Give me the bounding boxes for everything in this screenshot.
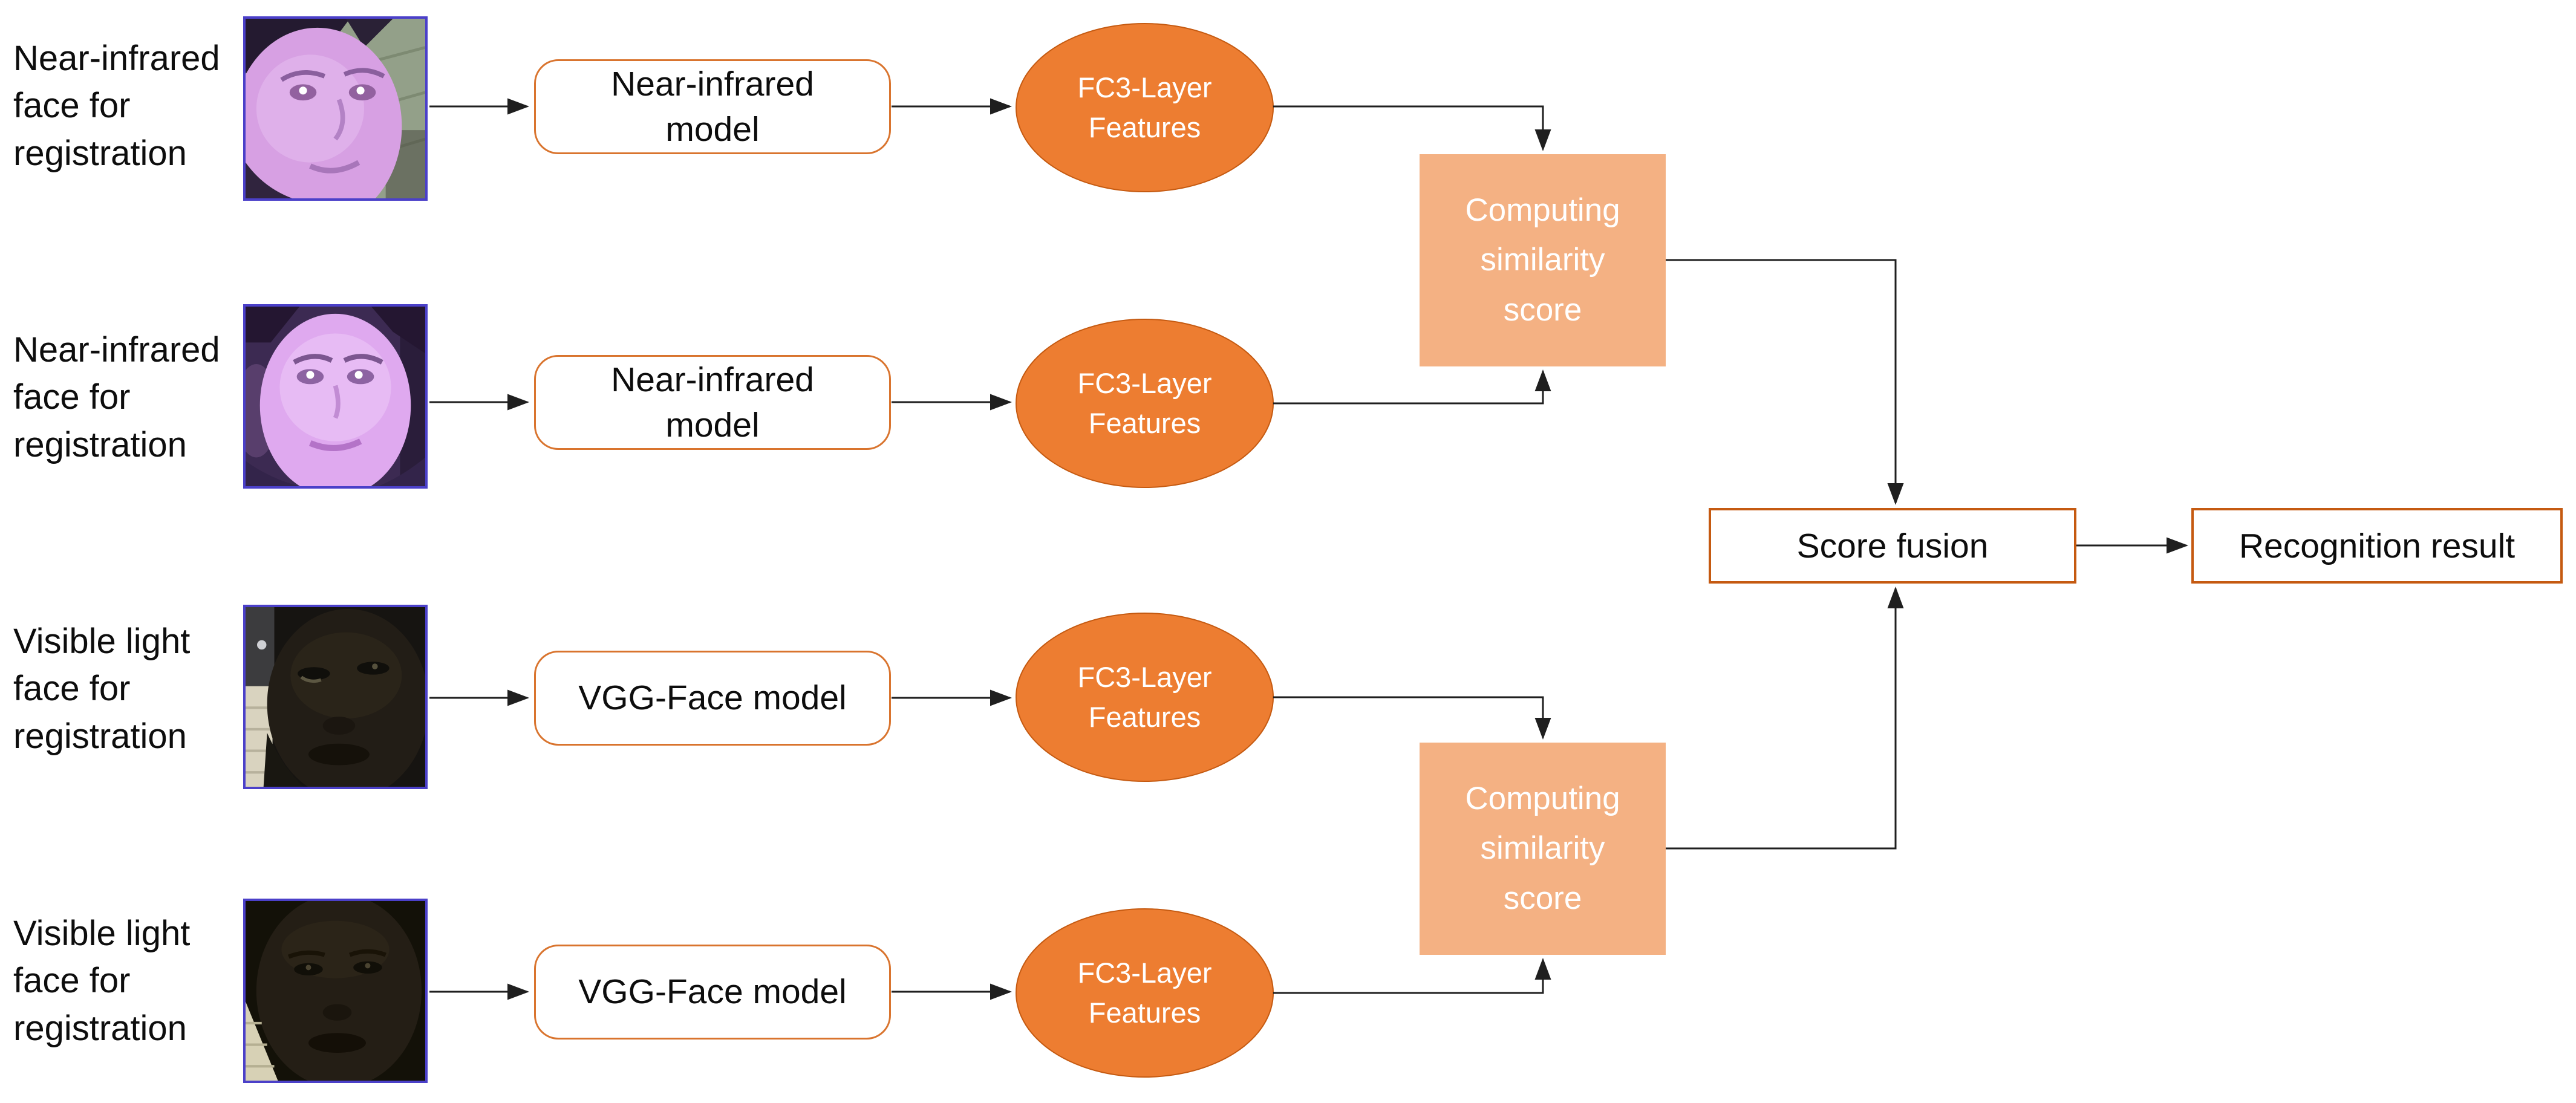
model-box-row2: Near-infrared model	[534, 355, 891, 450]
features-ellipse-row4: FC3-Layer Features	[1016, 908, 1274, 1078]
features-ellipse-row2: FC3-Layer Features	[1016, 319, 1274, 488]
near-infrared-face-photo-2	[243, 304, 428, 489]
features-ellipse-row3: FC3-Layer Features	[1016, 613, 1274, 782]
visible-light-face-photo-2	[243, 899, 428, 1083]
visible-light-face-photo-1	[243, 605, 428, 789]
similarity-score-box-top: Computing similarity score	[1420, 154, 1666, 366]
row4-input-label: Visible light face for registration	[13, 914, 191, 1048]
row1-input-label: Near-infrared face for registration	[13, 39, 220, 173]
model-box-row4: VGG-Face model	[534, 945, 891, 1040]
features-ellipse-row1: FC3-Layer Features	[1016, 23, 1274, 192]
row2-input-label: Near-infrared face for registration	[13, 330, 220, 464]
similarity-score-box-bottom: Computing similarity score	[1420, 743, 1666, 955]
model-box-row1: Near-infrared model	[534, 59, 891, 154]
near-infrared-face-photo-1	[243, 16, 428, 201]
recognition-result-box: Recognition result	[2191, 508, 2563, 584]
model-box-row3: VGG-Face model	[534, 651, 891, 746]
score-fusion-box: Score fusion	[1709, 508, 2076, 584]
row3-input-label: Visible light face for registration	[13, 622, 191, 756]
